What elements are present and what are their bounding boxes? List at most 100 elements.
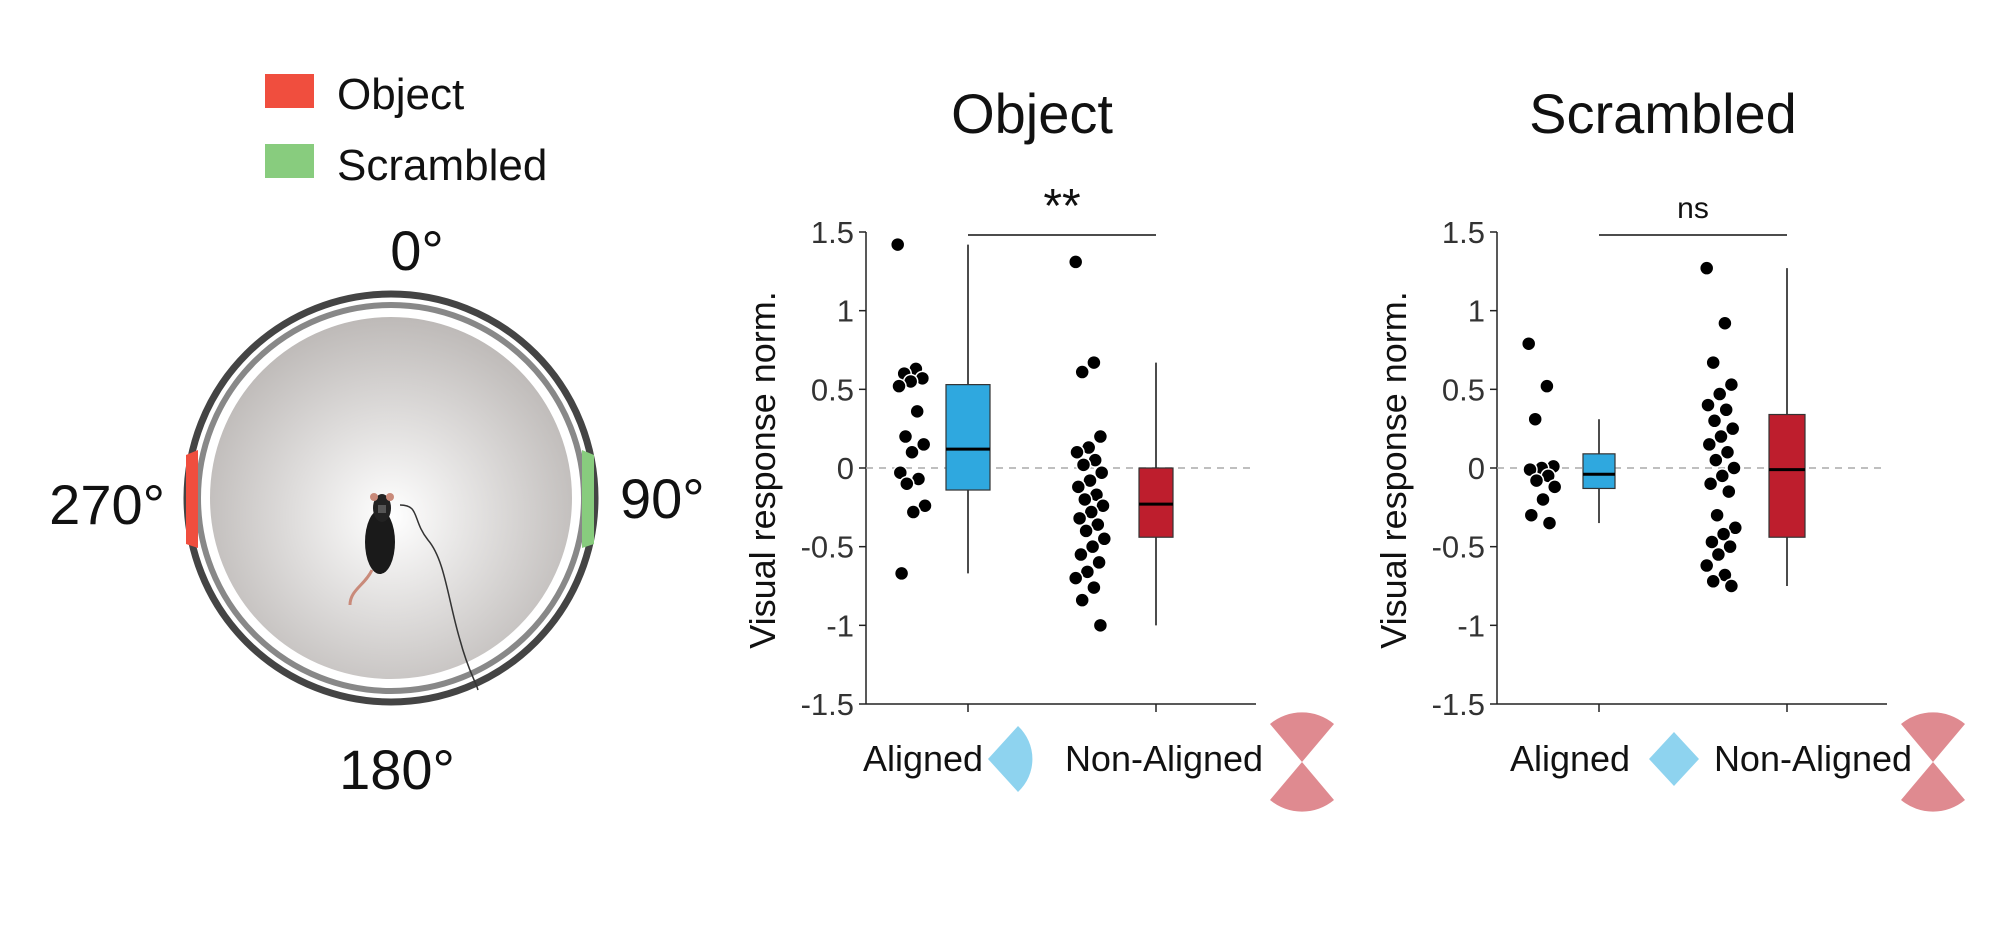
box-aligned xyxy=(1582,453,1616,490)
data-point xyxy=(1709,507,1725,523)
y-tick-label: 0.5 xyxy=(811,372,854,407)
data-point xyxy=(899,475,915,492)
data-point xyxy=(893,565,910,582)
y-tick-label: -1.5 xyxy=(801,687,854,722)
y-tick-label: 0 xyxy=(1468,451,1485,486)
y-tick-label: 0.5 xyxy=(1442,372,1485,407)
y-tick-label: -1.5 xyxy=(1432,687,1485,722)
y-tick-label: 1.5 xyxy=(1442,215,1485,250)
x-label-non-aligned: Non-Aligned xyxy=(1065,738,1263,779)
data-point xyxy=(1546,479,1563,495)
y-tick-label: -1 xyxy=(1457,608,1485,643)
data-point xyxy=(897,428,914,445)
aligned-wedge-icon xyxy=(1649,732,1699,786)
chart-title: Scrambled xyxy=(1529,82,1797,145)
data-point xyxy=(1711,386,1728,402)
y-tick-label: 0 xyxy=(837,451,854,486)
data-point xyxy=(1071,510,1088,527)
x-label-aligned: Aligned xyxy=(863,738,983,779)
legend-label-object: Object xyxy=(337,70,464,119)
box-aligned xyxy=(945,384,991,491)
data-point xyxy=(904,444,920,461)
aligned-wedge-icon xyxy=(988,726,1033,792)
data-point xyxy=(1721,483,1737,500)
data-point xyxy=(1705,573,1721,590)
angle-label-270: 270° xyxy=(49,473,165,536)
data-point xyxy=(1078,523,1094,539)
data-point xyxy=(1717,315,1733,332)
data-point xyxy=(1727,520,1744,536)
data-point xyxy=(1527,411,1543,427)
x-label-aligned: Aligned xyxy=(1510,738,1630,779)
data-point xyxy=(1700,397,1716,413)
data-point xyxy=(915,436,932,453)
data-point xyxy=(1535,491,1551,508)
data-point xyxy=(1067,570,1084,586)
data-point xyxy=(1069,444,1085,461)
data-point xyxy=(1074,592,1090,608)
data-point xyxy=(1704,534,1720,550)
angle-label-0: 0° xyxy=(390,219,444,282)
data-point xyxy=(1075,457,1092,473)
y-axis-label: Visual response norm. xyxy=(1373,291,1414,649)
data-point xyxy=(1086,354,1102,371)
y-tick-label: 1.5 xyxy=(811,215,854,250)
box-non-aligned xyxy=(1138,467,1174,538)
data-point xyxy=(1722,538,1738,555)
y-tick-label: 1 xyxy=(837,294,854,329)
mouse-icon xyxy=(348,493,479,691)
data-point xyxy=(1698,260,1715,276)
data-point xyxy=(1541,515,1558,531)
data-point xyxy=(1528,472,1545,489)
data-point xyxy=(1719,444,1736,461)
data-point xyxy=(1073,546,1089,563)
y-tick-label: -0.5 xyxy=(801,530,854,565)
y-axis-label: Visual response norm. xyxy=(742,291,783,649)
data-point xyxy=(1077,491,1093,508)
data-point xyxy=(1705,354,1721,371)
data-point xyxy=(1067,254,1084,270)
data-point xyxy=(1710,546,1727,563)
data-point xyxy=(1090,516,1106,533)
data-point xyxy=(1723,376,1740,393)
box-non-aligned xyxy=(1768,413,1806,538)
data-point xyxy=(1714,468,1731,484)
data-point xyxy=(1083,504,1100,520)
data-point xyxy=(889,236,906,253)
scrambled-cue-bar xyxy=(582,450,594,548)
data-point xyxy=(1092,617,1109,634)
y-tick-label: -0.5 xyxy=(1432,530,1485,565)
data-point xyxy=(1706,413,1723,429)
significance-label: ** xyxy=(1043,180,1080,233)
data-point xyxy=(1715,526,1732,542)
data-point xyxy=(1702,475,1719,492)
data-point xyxy=(891,378,907,394)
significance-label: ns xyxy=(1677,192,1709,225)
data-point xyxy=(1082,472,1098,489)
data-point xyxy=(905,504,922,520)
data-point xyxy=(1698,557,1715,574)
data-point xyxy=(1095,498,1111,514)
data-point xyxy=(1092,428,1109,445)
data-point xyxy=(1093,464,1110,481)
x-label-non-aligned: Non-Aligned xyxy=(1714,738,1912,779)
chart-title: Object xyxy=(951,82,1113,145)
non-aligned-bowtie-icon xyxy=(1901,712,1965,812)
legend-swatch-scrambled xyxy=(265,144,314,178)
data-point xyxy=(1523,507,1540,523)
data-point xyxy=(1086,579,1102,596)
angle-label-180: 180° xyxy=(339,738,455,801)
data-point xyxy=(1708,452,1724,468)
data-point xyxy=(917,498,933,514)
y-tick-label: 1 xyxy=(1468,294,1485,329)
data-point xyxy=(1724,420,1741,437)
data-point xyxy=(1713,428,1729,445)
data-point xyxy=(1701,436,1718,453)
data-point xyxy=(1723,578,1740,594)
data-point xyxy=(1096,531,1113,547)
legend-swatch-object xyxy=(265,74,314,108)
